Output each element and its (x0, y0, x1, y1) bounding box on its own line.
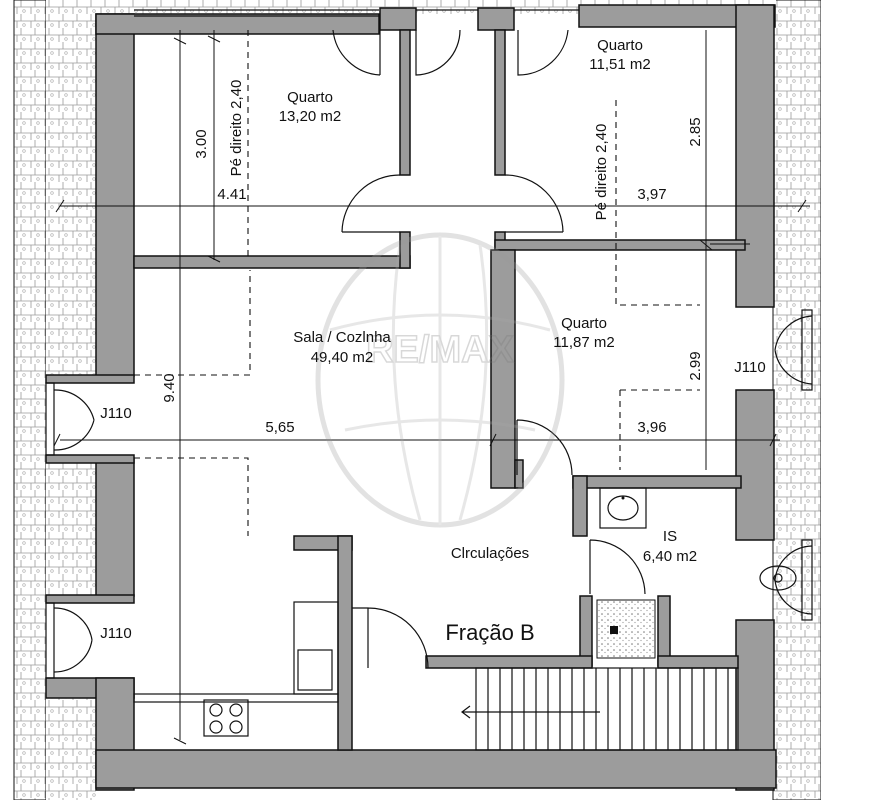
dimension-d2: 4.41 (217, 186, 246, 203)
shower-tray (596, 599, 656, 659)
window-label-j1: J110 (100, 405, 131, 422)
remax-watermark: RE/MAX (315, 232, 565, 528)
dimension-d4: 3,97 (637, 186, 666, 203)
room-sala-area: 49,40 m2 (311, 349, 374, 366)
room-circ-name: Clrculações (451, 545, 529, 562)
dimension-d3: 2.85 (687, 117, 704, 146)
unit-label: Fração B (445, 620, 534, 645)
dimension-d1: 3.00 (193, 129, 210, 158)
dashed-ceiling-lines (134, 30, 700, 536)
room-is-name: IS (663, 528, 677, 545)
room-quarto-b-area: 11,51 m2 (589, 56, 650, 73)
window-label-j2: J110 (100, 625, 131, 642)
room-sala-name: Sala / Cozlnha (293, 329, 391, 346)
room-quarto-c-area: 11,87 m2 (553, 334, 614, 351)
doors (53, 29, 813, 673)
toilet-icon (759, 565, 797, 591)
watermark-text: RE/MAX (366, 329, 514, 371)
washbasin-icon (599, 487, 647, 529)
dimension-d6: 9.40 (161, 373, 178, 402)
room-quarto-b-name: Quarto (597, 37, 643, 54)
dimension-lines (53, 30, 810, 745)
window-frames (45, 9, 813, 679)
room-quarto-c-name: Quarto (561, 315, 607, 332)
staircase (461, 667, 739, 751)
height-label-right: Pé direito 2,40 (593, 124, 610, 221)
room-quarto-a-name: Quarto (287, 89, 333, 106)
dimension-d7: 5,65 (265, 419, 294, 436)
dimension-d5: 2.99 (687, 351, 704, 380)
kitchen-counter (133, 601, 339, 703)
structural-walls (45, 4, 777, 791)
dimension-d8: 3,96 (637, 419, 666, 436)
room-quarto-a-area: 13,20 m2 (279, 108, 342, 125)
exterior-stone-left (13, 0, 96, 800)
window-label-j3: J110 (734, 359, 765, 376)
exterior-stone-right (772, 0, 875, 800)
height-label-left: Pé direito 2,40 (228, 80, 245, 177)
stove-icon (203, 699, 249, 737)
room-is-area: 6,40 m2 (643, 548, 697, 565)
